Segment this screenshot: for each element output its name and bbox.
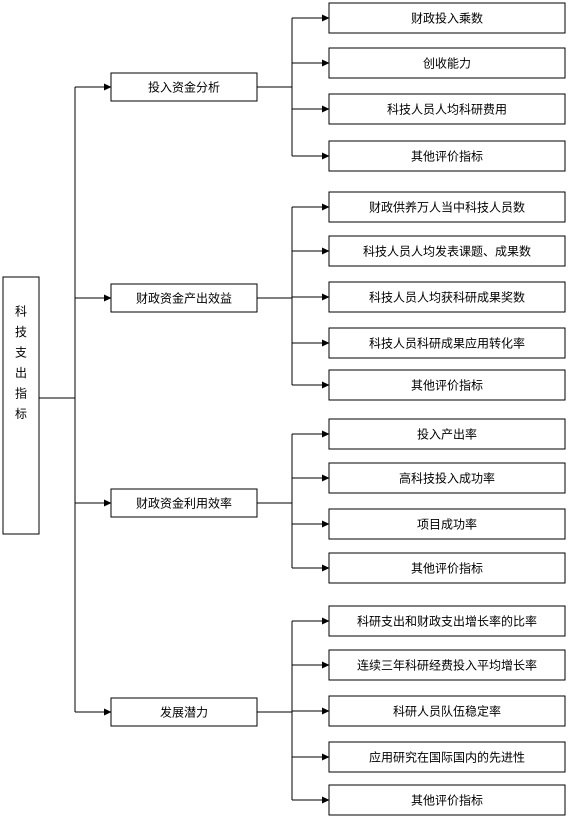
category-box: 投入资金分析 xyxy=(110,72,258,102)
indicator-box: 科研人员队伍稳定率 xyxy=(328,695,566,727)
indicator-box-label: 应用研究在国际国内的先进性 xyxy=(369,750,525,765)
connector-lines xyxy=(39,14,330,804)
indicator-box: 科技人员人均发表课题、成果数 xyxy=(328,235,566,267)
indicator-box-label: 财政供养万人当中科技人员数 xyxy=(369,200,525,215)
indicator-box: 财政供养万人当中科技人员数 xyxy=(328,191,566,223)
root-label-char: 技 xyxy=(15,325,27,339)
category-box-label: 发展潜力 xyxy=(160,705,208,720)
indicator-box-frame xyxy=(328,140,566,172)
indicator-box: 应用研究在国际国内的先进性 xyxy=(328,741,566,773)
indicator-box-frame xyxy=(328,741,566,773)
category-box: 财政资金产出效益 xyxy=(110,283,258,313)
indicator-box: 连续三年科研经费投入平均增长率 xyxy=(328,649,566,681)
category-box-label: 财政资金利用效率 xyxy=(136,496,232,511)
indicator-box-label: 科技人员人均科研费用 xyxy=(387,103,507,117)
indicator-box: 其他评价指标 xyxy=(328,552,566,584)
indicator-box-frame xyxy=(328,552,566,584)
indicator-box: 科技人员人均科研费用 xyxy=(328,93,566,125)
category-box-label: 财政资金产出效益 xyxy=(136,291,232,306)
indicator-box-label: 科技人员人均获科研成果奖数 xyxy=(369,290,525,305)
indicator-box: 其他评价指标 xyxy=(328,784,566,816)
indicator-box: 其他评价指标 xyxy=(328,369,566,401)
indicator-box-label: 科研人员队伍稳定率 xyxy=(393,704,501,719)
indicator-box-frame xyxy=(328,327,566,359)
category-box-frame xyxy=(110,72,258,102)
indicator-box-frame xyxy=(328,462,566,494)
root-label-char: 标 xyxy=(15,407,27,421)
indicator-box-label: 其他评价指标 xyxy=(411,149,483,164)
category-box: 发展潜力 xyxy=(110,697,258,727)
indicator-box-label: 科技人员科研成果应用转化率 xyxy=(369,336,525,351)
indicator-box-label: 高科技投入成功率 xyxy=(399,471,495,486)
category-box-label: 投入资金分析 xyxy=(148,80,220,95)
indicator-box-frame xyxy=(328,605,566,637)
indicator-box-frame xyxy=(328,191,566,223)
indicator-box: 科研支出和财政支出增长率的比率 xyxy=(328,605,566,637)
category-box-frame xyxy=(110,283,258,313)
indicator-box-frame xyxy=(328,235,566,267)
category-box-frame xyxy=(110,697,258,727)
indicator-box: 其他评价指标 xyxy=(328,140,566,172)
indicator-box-label: 其他评价指标 xyxy=(411,793,483,808)
indicator-box-frame xyxy=(328,695,566,727)
indicator-box: 科技人员科研成果应用转化率 xyxy=(328,327,566,359)
indicator-box: 高科技投入成功率 xyxy=(328,462,566,494)
indicator-box-label: 项目成功率 xyxy=(417,517,477,532)
indicator-box-frame xyxy=(328,418,566,450)
root-label-char: 科 xyxy=(15,305,27,319)
indicator-box-frame xyxy=(328,784,566,816)
category-box: 财政资金利用效率 xyxy=(110,488,258,518)
indicator-box-frame xyxy=(328,281,566,313)
indicator-box-label: 其他评价指标 xyxy=(411,378,483,393)
root-label-char: 指 xyxy=(15,386,27,401)
indicator-box: 创收能力 xyxy=(328,47,566,79)
root-label-char: 支 xyxy=(15,346,27,360)
indicator-box: 项目成功率 xyxy=(328,508,566,540)
indicator-box-frame xyxy=(328,47,566,79)
indicator-box-frame xyxy=(328,508,566,540)
indicator-box-label: 科技人员人均发表课题、成果数 xyxy=(363,244,531,259)
indicator-box-frame xyxy=(328,93,566,125)
category-box-frame xyxy=(110,488,258,518)
indicator-box: 科技人员人均获科研成果奖数 xyxy=(328,281,566,313)
indicator-box: 财政投入乘数 xyxy=(328,2,566,34)
indicator-box-frame xyxy=(328,369,566,401)
root-label-char: 出 xyxy=(15,366,27,380)
indicator-box-label: 其他评价指标 xyxy=(411,561,483,576)
indicator-box-label: 投入产出率 xyxy=(417,427,477,442)
indicator-box-label: 连续三年科研经费投入平均增长率 xyxy=(357,658,537,673)
indicator-box-label: 创收能力 xyxy=(423,57,471,71)
indicator-box-label: 科研支出和财政支出增长率的比率 xyxy=(357,614,537,629)
indicator-box: 投入产出率 xyxy=(328,418,566,450)
indicator-box-label: 财政投入乘数 xyxy=(411,11,483,26)
root-box-frame xyxy=(2,276,40,535)
indicator-box-frame xyxy=(328,649,566,681)
indicator-box-frame xyxy=(328,2,566,34)
